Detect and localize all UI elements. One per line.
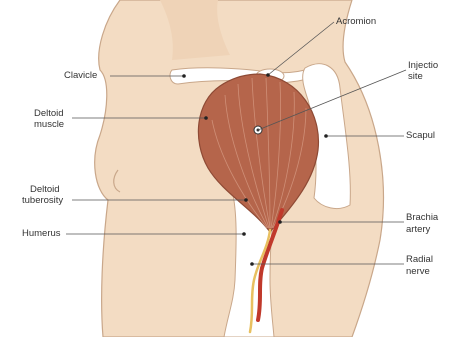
label-injection-site-line1: Injectio — [408, 60, 438, 71]
label-radial-nerve-line1: Radial — [406, 254, 433, 265]
label-brachial-artery-line2: artery — [406, 224, 430, 235]
label-radial-nerve-line2: nerve — [406, 266, 430, 277]
label-deltoid-tuberosity-line2: tuberosity — [22, 195, 63, 206]
label-scapula: Scapul — [406, 130, 435, 141]
label-acromion: Acromion — [336, 16, 376, 27]
label-deltoid-tuberosity-line1: Deltoid — [30, 184, 60, 195]
label-injection-site-line2: site — [408, 71, 423, 82]
label-brachial-artery-line1: Brachia — [406, 212, 438, 223]
label-humerus: Humerus — [22, 228, 61, 239]
label-deltoid-muscle-line2: muscle — [34, 119, 64, 130]
label-clavicle: Clavicle — [64, 70, 97, 81]
label-deltoid-muscle-line1: Deltoid — [34, 108, 64, 119]
